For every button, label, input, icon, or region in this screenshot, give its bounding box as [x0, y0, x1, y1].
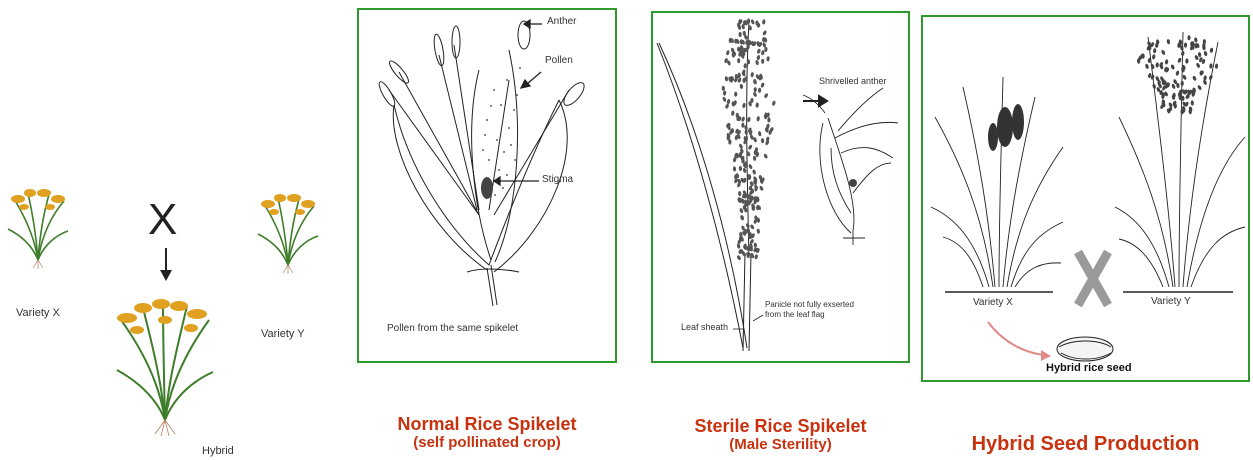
hybrid-seed-caption: Hybrid Seed Production [921, 433, 1250, 456]
panicle-note-line2: from the leaf flag [765, 310, 854, 320]
sterile-caption-line1: Sterile Rice Spikelet [651, 416, 910, 436]
sterile-spikelet-caption: Sterile Rice Spikelet (Male Sterility) [651, 416, 910, 454]
normal-caption-line2: (self pollinated crop) [357, 434, 617, 452]
hybrid-variety-y-label: Variety Y [1151, 296, 1191, 307]
hybrid-seed-drawing [923, 17, 1252, 384]
normal-spikelet-panel: Anther Pollen Stigma Pollen from the sam… [357, 8, 617, 363]
variety-y-panicle [1137, 35, 1219, 114]
normal-caption-line1: Normal Rice Spikelet [357, 414, 617, 434]
variety-x-plant-icon [8, 189, 68, 269]
down-arrow-icon [160, 248, 172, 281]
hybrid-plant-icon [117, 299, 213, 436]
sterile-caption-line2: (Male Sterility) [651, 436, 910, 454]
cross-icon [1078, 252, 1108, 305]
hybrid-label: Hybrid [202, 445, 234, 457]
normal-spikelet-drawing [359, 10, 619, 365]
normal-spikelet-caption: Normal Rice Spikelet (self pollinated cr… [357, 414, 617, 452]
variety-y-label: Variety Y [261, 328, 305, 340]
panicle-grains [722, 18, 777, 260]
stigma-label: Stigma [542, 174, 573, 185]
cross-symbol: X [148, 195, 177, 245]
variety-x-drawing [931, 77, 1063, 287]
shrivelled-anther-label: Shrivelled anther [819, 76, 887, 86]
variety-y-drawing [1115, 32, 1245, 287]
sterile-spikelet-panel: Shrivelled anther Leaf sheath Panicle no… [651, 11, 910, 363]
variety-x-label: Variety X [16, 307, 60, 319]
panicle-note-line1: Panicle not fully exserted [765, 300, 854, 310]
hybrid-variety-x-label: Variety X [973, 297, 1013, 308]
variety-y-plant-icon [258, 194, 318, 274]
anther-label: Anther [547, 16, 576, 27]
cross-diagram: X Variety X Variety Y Hybrid [0, 0, 345, 461]
hybrid-seed-label: Hybrid rice seed [1046, 362, 1132, 374]
variety-x-panicle [988, 104, 1024, 151]
panicle-note: Panicle not fully exserted from the leaf… [765, 300, 854, 320]
normal-panel-footer: Pollen from the same spikelet [387, 323, 518, 334]
pollen-label: Pollen [545, 55, 573, 66]
leaf-sheath-label: Leaf sheath [681, 322, 728, 332]
hybrid-seed-panel: Variety X Variety Y Hybrid rice seed [921, 15, 1250, 382]
hybrid-seed-icon [1057, 337, 1113, 361]
